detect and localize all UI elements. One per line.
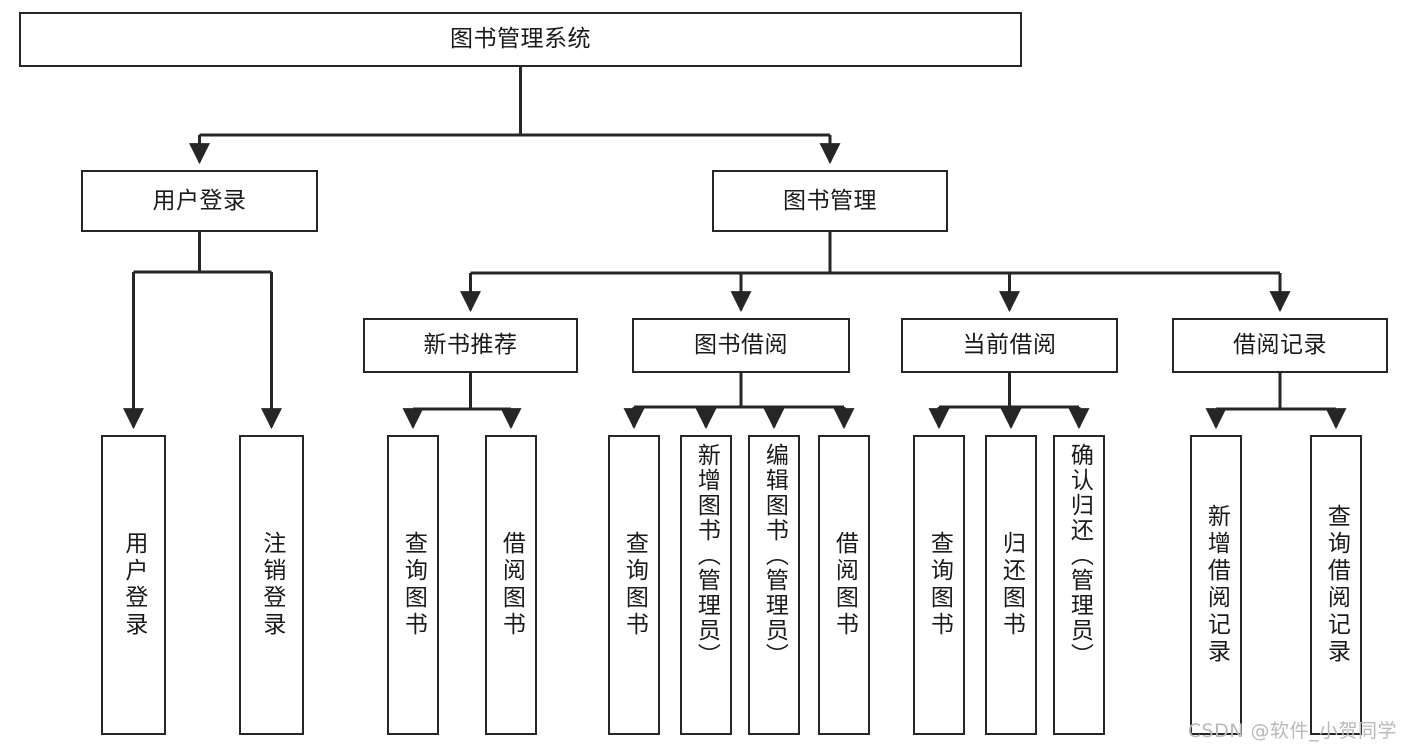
node-leaf-query-book-new[interactable]: 查询图书 — [387, 435, 439, 735]
node-leaf-confirm-return-admin[interactable]: 确认归还（管理员） — [1053, 435, 1105, 735]
node-leaf-edit-book-admin[interactable]: 编辑图书（管理员） — [748, 435, 800, 735]
node-leaf-label: 查询图书 — [926, 531, 953, 639]
node-leaf-label: 新增借阅记录 — [1203, 504, 1230, 666]
node-book-borrow[interactable]: 图书借阅 — [632, 318, 850, 373]
node-current-borrow[interactable]: 当前借阅 — [901, 318, 1118, 373]
node-leaf-label: 查询图书 — [621, 531, 648, 639]
node-borrow-record-label: 借阅记录 — [1233, 332, 1327, 359]
node-leaf-label: 确认归还（管理员） — [1066, 443, 1093, 668]
node-leaf-label: 编辑图书（管理员） — [761, 443, 788, 668]
node-leaf-label: 注销登录 — [258, 531, 285, 639]
node-leaf-add-book-admin[interactable]: 新增图书（管理员） — [680, 435, 732, 735]
node-leaf-user-login[interactable]: 用户登录 — [101, 435, 166, 735]
node-leaf-label: 借阅图书 — [498, 531, 525, 639]
node-current-borrow-label: 当前借阅 — [962, 332, 1057, 359]
node-book-management-label: 图书管理 — [783, 187, 877, 214]
csdn-watermark: CSDN @软件_小贺同学 — [1187, 720, 1397, 742]
node-new-book-recommend-label: 新书推荐 — [423, 332, 518, 359]
node-user-login[interactable]: 用户登录 — [81, 170, 318, 232]
node-book-management[interactable]: 图书管理 — [712, 170, 948, 232]
node-leaf-query-book-borrow[interactable]: 查询图书 — [608, 435, 660, 735]
node-leaf-label: 借阅图书 — [831, 531, 858, 639]
node-leaf-label: 归还图书 — [998, 531, 1025, 639]
node-leaf-label: 查询借阅记录 — [1323, 504, 1350, 666]
node-leaf-label: 查询图书 — [400, 531, 427, 639]
node-leaf-borrow-book[interactable]: 借阅图书 — [818, 435, 870, 735]
node-book-borrow-label: 图书借阅 — [694, 332, 788, 359]
node-leaf-add-borrow-record[interactable]: 新增借阅记录 — [1190, 435, 1242, 735]
node-leaf-query-book-current[interactable]: 查询图书 — [913, 435, 965, 735]
node-new-book-recommend[interactable]: 新书推荐 — [363, 318, 578, 373]
node-leaf-logout[interactable]: 注销登录 — [239, 435, 304, 735]
node-borrow-record[interactable]: 借阅记录 — [1172, 318, 1388, 373]
node-leaf-label: 新增图书（管理员） — [693, 443, 720, 668]
node-root-system[interactable]: 图书管理系统 — [19, 12, 1022, 67]
node-leaf-return-book[interactable]: 归还图书 — [985, 435, 1037, 735]
node-user-login-label: 用户登录 — [152, 187, 247, 214]
node-root-label: 图书管理系统 — [450, 26, 591, 53]
node-leaf-borrow-book-new[interactable]: 借阅图书 — [485, 435, 537, 735]
node-leaf-query-borrow-record[interactable]: 查询借阅记录 — [1310, 435, 1362, 735]
node-leaf-label: 用户登录 — [120, 531, 147, 639]
